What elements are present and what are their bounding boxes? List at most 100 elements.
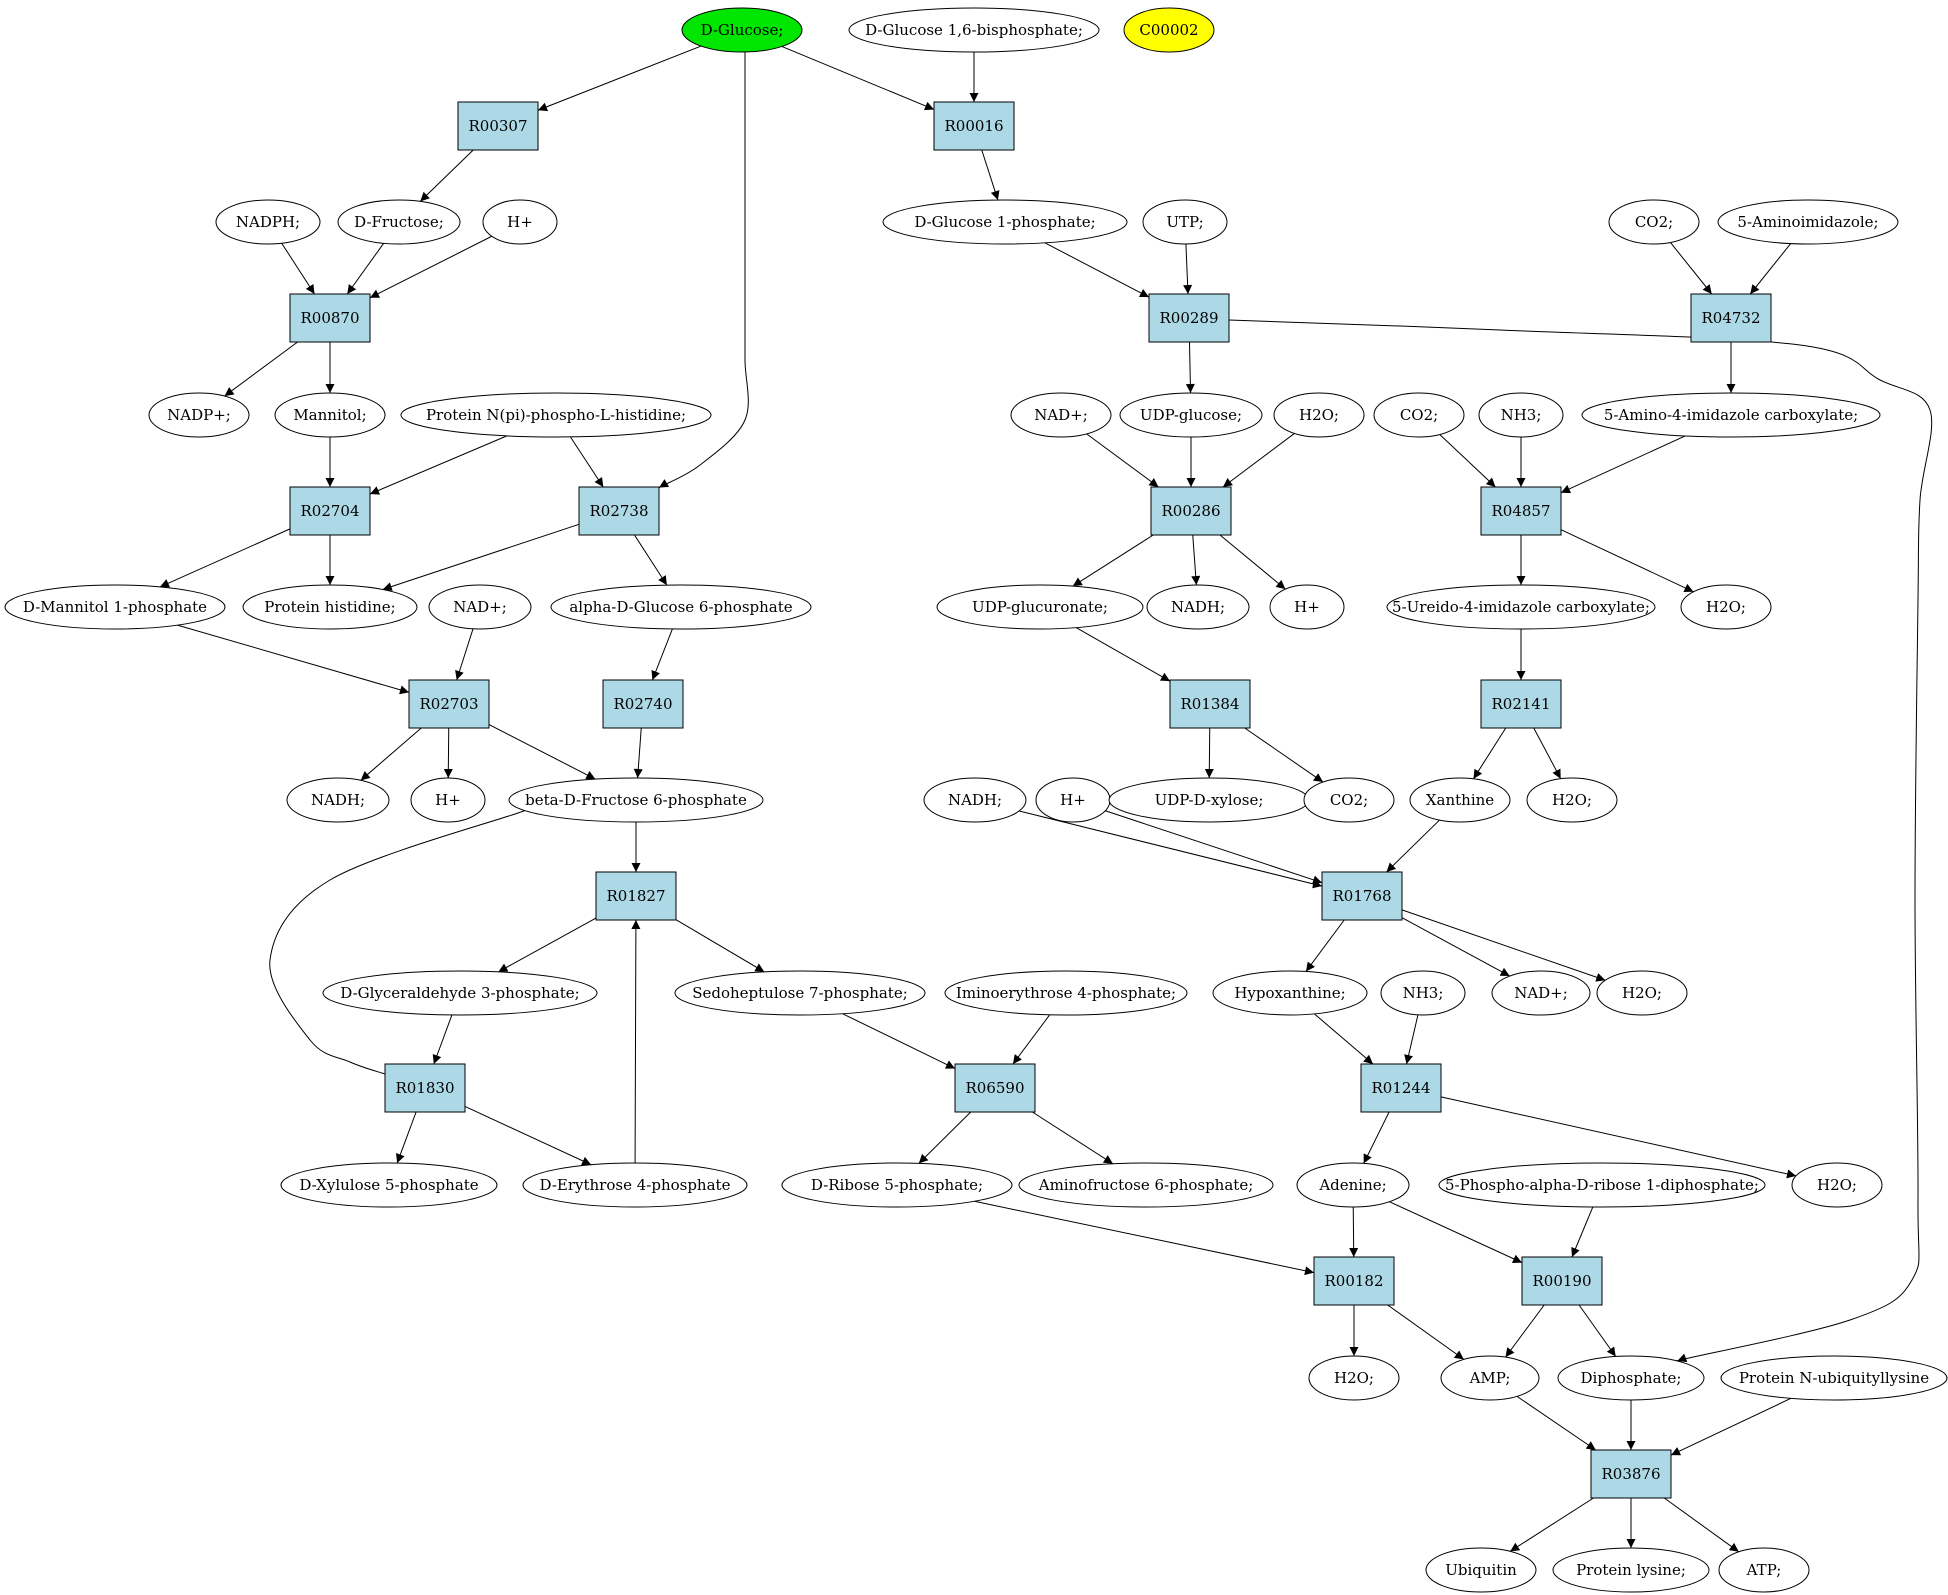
compound-node-h2o_f: H2O; bbox=[1308, 1355, 1400, 1401]
compound-ellipse bbox=[1791, 1162, 1883, 1208]
compound-ellipse bbox=[1269, 584, 1345, 630]
compound-label: Xanthine bbox=[1426, 791, 1494, 809]
edge-R00190-to-ppi bbox=[1578, 1304, 1617, 1357]
compound-label: D-Erythrose 4-phosphate bbox=[540, 1176, 731, 1194]
reaction-box bbox=[1169, 679, 1251, 729]
compound-ellipse bbox=[1438, 1162, 1766, 1208]
compound-label: D-Glucose 1-phosphate; bbox=[914, 213, 1095, 231]
compound-node-r5p: D-Ribose 5-phosphate; bbox=[781, 1162, 1013, 1208]
compound-ellipse bbox=[1717, 199, 1899, 245]
edge-R01827-to-gap bbox=[498, 917, 597, 973]
compound-label: Hypoxanthine; bbox=[1234, 984, 1345, 1002]
reaction-box bbox=[1690, 293, 1772, 343]
edge-R01244-to-adenine bbox=[1363, 1111, 1390, 1164]
reaction-box bbox=[1521, 1256, 1603, 1306]
edge-R01384-to-udpxyl bbox=[1204, 727, 1214, 779]
compound-label: H2O; bbox=[1552, 791, 1592, 809]
compound-label: D-Glyceraldehyde 3-phosphate; bbox=[340, 984, 579, 1002]
compound-label: H2O; bbox=[1622, 984, 1662, 1002]
compound-node-nadh_a: NADH; bbox=[1146, 584, 1250, 630]
reaction-label: R02740 bbox=[613, 695, 672, 713]
compound-ellipse bbox=[1557, 1355, 1705, 1401]
edges-layer bbox=[159, 36, 1933, 1553]
reaction-label: R00289 bbox=[1159, 309, 1218, 327]
compound-ellipse bbox=[1308, 1355, 1400, 1401]
compound-label: UDP-glucose; bbox=[1140, 406, 1242, 424]
reaction-label: R01827 bbox=[606, 887, 665, 905]
compound-node-h_c: H+ bbox=[410, 777, 486, 823]
compound-node-imino4p: Iminoerythrose 4-phosphate; bbox=[944, 970, 1188, 1016]
reaction-label: R02141 bbox=[1491, 695, 1550, 713]
compound-ellipse bbox=[1018, 1162, 1274, 1208]
edge-amp-to-R03876 bbox=[1516, 1395, 1597, 1451]
edge-R04857-to-h2o_b bbox=[1560, 529, 1694, 593]
compound-label: Protein N-ubiquityllysine bbox=[1739, 1369, 1929, 1387]
reaction-label: R06590 bbox=[965, 1079, 1024, 1097]
compound-ellipse bbox=[337, 199, 461, 245]
compound-node-g16bp: D-Glucose 1,6-bisphosphate; bbox=[848, 7, 1100, 53]
edge-R01830-to-xu5p bbox=[396, 1111, 417, 1164]
compound-ellipse bbox=[1596, 970, 1688, 1016]
reaction-label: R00182 bbox=[1324, 1272, 1383, 1290]
reaction-node-r02704: R02704 bbox=[289, 486, 371, 536]
reaction-node-r02740: R02740 bbox=[602, 679, 684, 729]
compound-label: UDP-D-xylose; bbox=[1155, 791, 1264, 809]
reaction-box bbox=[289, 486, 371, 536]
compound-node-co2_a: CO2; bbox=[1608, 199, 1700, 245]
compound-label: NADH; bbox=[948, 791, 1002, 809]
compound-label: 5-Phospho-alpha-D-ribose 1-diphosphate; bbox=[1445, 1176, 1759, 1194]
compound-ellipse bbox=[428, 584, 532, 630]
reaction-box bbox=[595, 871, 677, 921]
compound-ellipse bbox=[1273, 392, 1365, 438]
edge-R01768-to-nad_c bbox=[1401, 917, 1510, 977]
compound-node-hypox: Hypoxanthine; bbox=[1212, 970, 1368, 1016]
compound-label: AMP; bbox=[1469, 1369, 1511, 1387]
compound-node-udpxyl: UDP-D-xylose; bbox=[1108, 777, 1310, 823]
compound-label: H+ bbox=[435, 791, 461, 809]
compound-ellipse bbox=[1212, 970, 1368, 1016]
reaction-label: R04732 bbox=[1701, 309, 1760, 327]
compound-node-nadh_b: NADH; bbox=[286, 777, 390, 823]
reaction-label: R00870 bbox=[300, 309, 359, 327]
compound-node-af6p: Aminofructose 6-phosphate; bbox=[1018, 1162, 1274, 1208]
reaction-box bbox=[1590, 1449, 1672, 1499]
compound-label: NAD+; bbox=[1514, 984, 1568, 1002]
compound-node-ureido: 5-Ureido-4-imidazole carboxylate; bbox=[1386, 584, 1656, 630]
compound-node-e4p: D-Erythrose 4-phosphate bbox=[522, 1162, 748, 1208]
compound-label: D-Mannitol 1-phosphate bbox=[23, 598, 207, 616]
reaction-node-r00307: R00307 bbox=[457, 101, 539, 151]
edge-R02703-to-nadh_b bbox=[360, 727, 422, 781]
edge-R01244-to-h2o_e bbox=[1440, 1096, 1797, 1179]
compound-label: 5-Aminoimidazole; bbox=[1737, 213, 1878, 231]
compound-node-utp: UTP; bbox=[1142, 199, 1228, 245]
edge-utp-to-R00289 bbox=[1183, 243, 1193, 295]
compound-node-mannitol: Mannitol; bbox=[274, 392, 386, 438]
compound-node-xanthine: Xanthine bbox=[1409, 777, 1511, 823]
edge-adenine-to-R00182 bbox=[1349, 1206, 1359, 1258]
compound-node-g1p: D-Glucose 1-phosphate; bbox=[882, 199, 1128, 245]
compound-node-man1p: D-Mannitol 1-phosphate bbox=[4, 584, 226, 630]
reaction-box bbox=[1321, 871, 1403, 921]
compound-node-h2o_c: H2O; bbox=[1526, 777, 1618, 823]
reaction-node-r00016: R00016 bbox=[933, 101, 1015, 151]
compound-label: Protein lysine; bbox=[1576, 1561, 1686, 1579]
edge-R02738-to-ag6p bbox=[634, 534, 668, 586]
compound-node-nad_b: NAD+; bbox=[428, 584, 532, 630]
compound-ellipse bbox=[4, 584, 226, 630]
compound-label: NADPH; bbox=[236, 213, 300, 231]
compound-label: Adenine; bbox=[1318, 1176, 1386, 1194]
reaction-node-r01768: R01768 bbox=[1321, 871, 1403, 921]
compound-label: ATP; bbox=[1746, 1561, 1782, 1579]
reaction-label: R01768 bbox=[1332, 887, 1391, 905]
edge-glc-to-R00016 bbox=[781, 46, 935, 111]
edge-adenine-to-R00190 bbox=[1389, 1201, 1523, 1264]
compound-ellipse bbox=[1581, 392, 1881, 438]
compound-node-ppi: Diphosphate; bbox=[1557, 1355, 1705, 1401]
compound-node-nad_a: NAD+; bbox=[1010, 392, 1112, 438]
nodes-layer: D-Glucose;D-Glucose 1,6-bisphosphate;C00… bbox=[4, 7, 1948, 1593]
compound-ellipse bbox=[410, 777, 486, 823]
compound-node-nh3_b: NH3; bbox=[1380, 970, 1466, 1016]
compound-node-atp: ATP; bbox=[1718, 1547, 1810, 1593]
edge-R02141-to-xanthine bbox=[1473, 727, 1507, 780]
